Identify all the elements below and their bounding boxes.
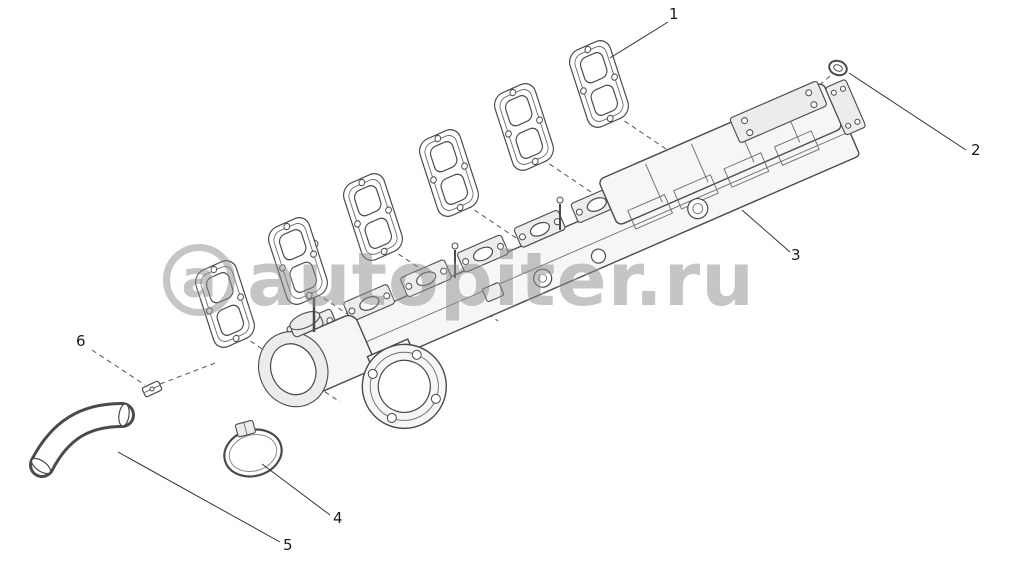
- gasket: [191, 256, 259, 352]
- leader-line-3: [741, 209, 791, 253]
- manifold-end-cap: [825, 79, 866, 136]
- leader-line-5: [117, 451, 281, 543]
- water-outlet-housing: [258, 310, 448, 430]
- manifold-cover: [599, 81, 842, 230]
- callout-5[interactable]: 5: [283, 536, 293, 554]
- retaining-clip: [141, 380, 163, 398]
- water-hose: [29, 402, 135, 478]
- manifold-fittings: [482, 198, 709, 303]
- callout-2[interactable]: 2: [971, 141, 981, 159]
- leader-line-4: [261, 463, 331, 516]
- o-ring-seal: [828, 59, 848, 77]
- intake-manifold-assembly: [258, 79, 866, 430]
- leader-line-2: [848, 72, 967, 151]
- callout-3[interactable]: 3: [791, 246, 801, 264]
- gasket: [264, 213, 332, 309]
- leader-line-6: [91, 349, 146, 386]
- gasket: [415, 125, 483, 221]
- leader-line-1: [609, 21, 669, 59]
- gasket: [490, 79, 558, 175]
- gasket: [339, 169, 407, 265]
- callout-4[interactable]: 4: [333, 509, 343, 527]
- callout-1[interactable]: 1: [669, 5, 679, 23]
- callout-6[interactable]: 6: [76, 332, 86, 350]
- callout-leader-lines: [91, 21, 967, 543]
- hose-clamp: [223, 419, 283, 478]
